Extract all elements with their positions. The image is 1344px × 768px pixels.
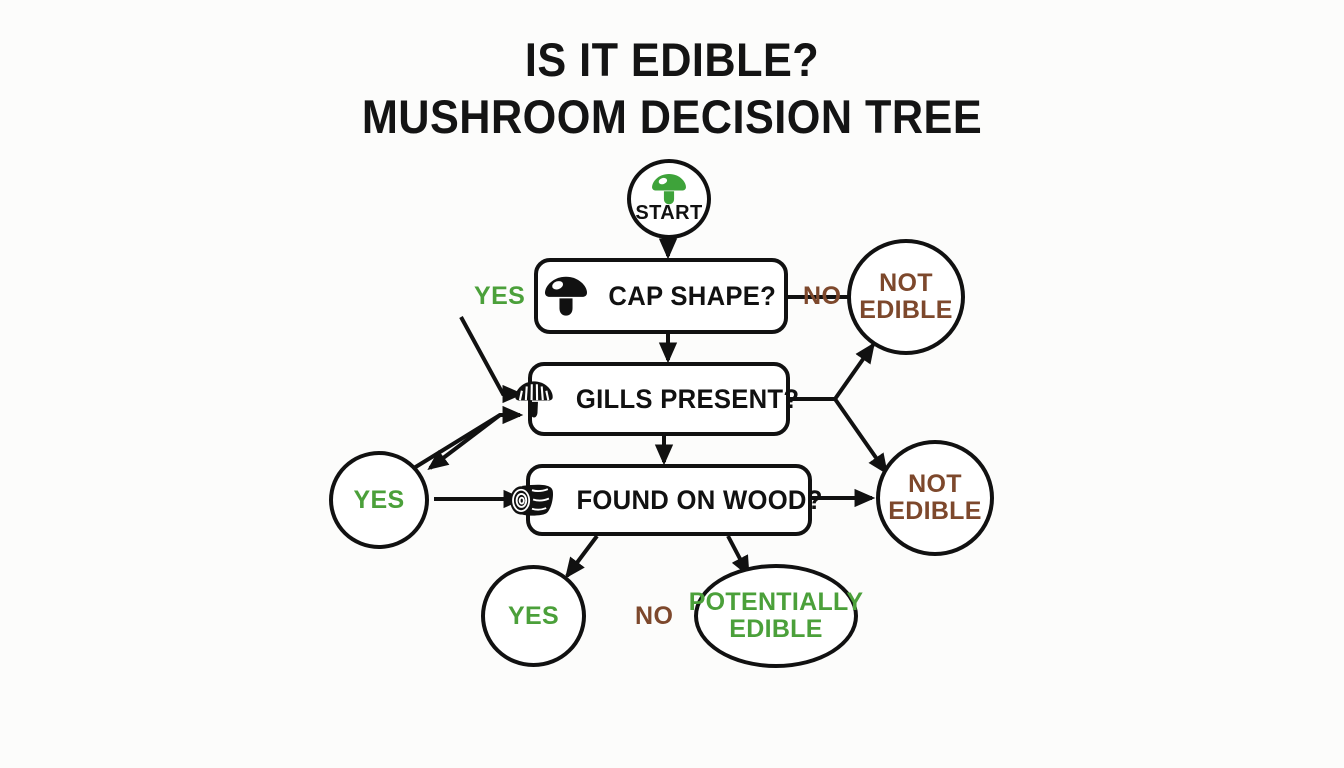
node-not-edible-top[interactable]: NOT EDIBLE bbox=[847, 239, 965, 355]
edge-gills-to-not-edible-bottom bbox=[833, 397, 888, 475]
log-icon bbox=[510, 484, 554, 516]
potentially-edible-line-2: EDIBLE bbox=[729, 615, 823, 643]
edge-yes-circle-to-gills bbox=[412, 405, 524, 470]
yes-left-label: YES bbox=[353, 485, 405, 514]
edge-label-no-cap-shape: NO bbox=[803, 282, 842, 310]
node-start[interactable]: START bbox=[627, 159, 711, 239]
not-edible-top-line-2: EDIBLE bbox=[859, 296, 953, 324]
edge-label-no-found-on-wood: NO bbox=[635, 602, 674, 630]
node-found-on-wood[interactable]: FOUND ON WOOD? bbox=[510, 464, 823, 536]
edge-found-on-wood-to-yes bbox=[565, 534, 599, 579]
edge-gills-to-yes-left bbox=[427, 413, 502, 471]
page-title: IS IT EDIBLE? MUSHROOM DECISION TREE bbox=[0, 36, 1344, 140]
mushroom-icon bbox=[652, 174, 686, 205]
edge-label-yes-cap-shape: YES bbox=[474, 282, 526, 310]
edge-yes-branch-stub bbox=[459, 316, 524, 404]
node-yes-bottom[interactable]: YES bbox=[481, 565, 586, 667]
not-edible-bottom-line-1: NOT bbox=[908, 470, 962, 498]
title-line-1: IS IT EDIBLE? bbox=[524, 33, 820, 86]
not-edible-bottom-line-2: EDIBLE bbox=[888, 497, 982, 525]
gilled-mushroom-icon bbox=[515, 381, 554, 418]
yes-bottom-label: YES bbox=[508, 601, 559, 630]
start-label: START bbox=[635, 202, 703, 225]
mushroom-icon bbox=[544, 276, 587, 316]
not-edible-top-line-1: NOT bbox=[879, 269, 933, 297]
node-found-on-wood-label: FOUND ON WOOD? bbox=[576, 484, 824, 515]
node-not-edible-bottom[interactable]: NOT EDIBLE bbox=[876, 440, 994, 556]
node-cap-shape-label: CAP SHAPE? bbox=[608, 280, 776, 311]
node-gills-present[interactable]: GILLS PRESENT? bbox=[515, 362, 799, 436]
node-gills-present-label: GILLS PRESENT? bbox=[576, 383, 800, 414]
edge-gills-to-not-edible-top bbox=[833, 342, 875, 401]
node-cap-shape[interactable]: CAP SHAPE? bbox=[534, 258, 788, 334]
title-line-2: MUSHROOM DECISION TREE bbox=[361, 90, 983, 143]
node-yes-left[interactable]: YES bbox=[329, 451, 429, 549]
potentially-edible-line-1: POTENTIALLY bbox=[688, 588, 864, 616]
node-potentially-edible[interactable]: POTENTIALLY EDIBLE bbox=[689, 564, 863, 668]
